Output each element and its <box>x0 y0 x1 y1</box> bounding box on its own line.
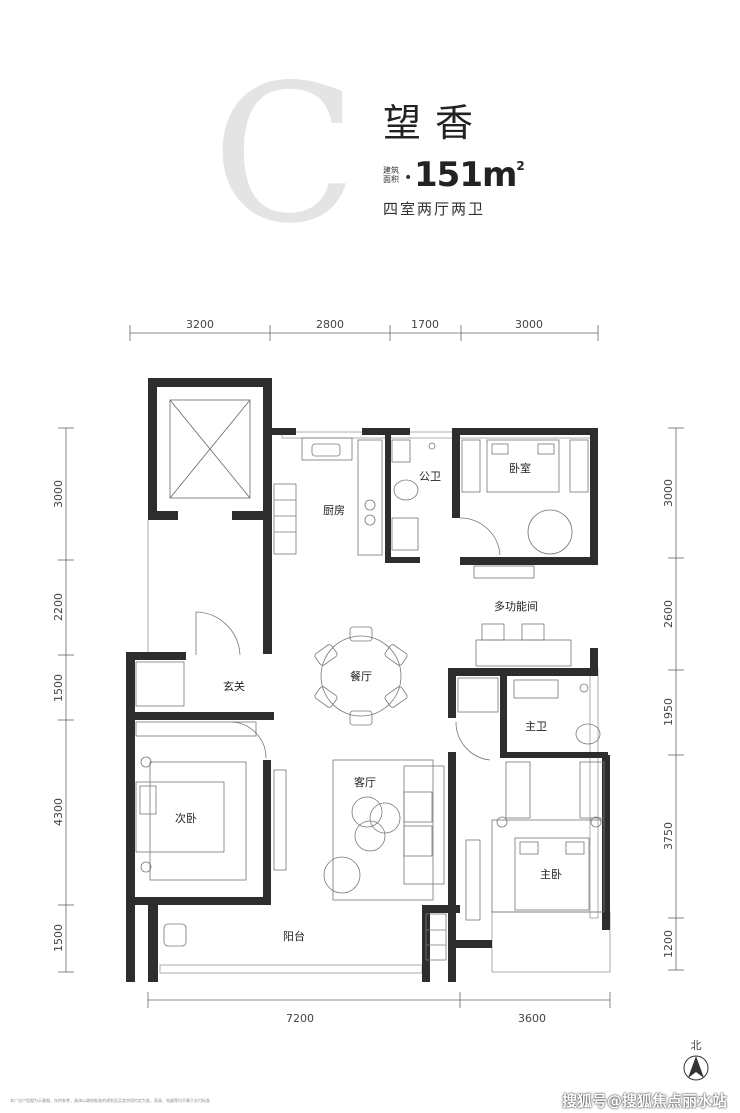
label-balcony: 阳台 <box>283 929 305 943</box>
label-master-bath: 主卫 <box>525 720 547 733</box>
top-dimension <box>129 325 599 341</box>
multi-room-fixtures <box>473 565 572 667</box>
dim-right-4: 3750 <box>662 822 675 850</box>
label-entrance: 玄关 <box>223 679 245 693</box>
second-bedroom-fixtures <box>135 721 287 881</box>
north-arrow-icon <box>683 1055 709 1081</box>
area-label-line1: 建筑 <box>383 166 399 175</box>
dim-top-3: 1700 <box>411 318 439 331</box>
master-bedroom-fixtures <box>465 761 605 921</box>
label-kitchen: 厨房 <box>323 504 345 517</box>
watermark: 搜狐号@搜狐焦点丽水站 <box>562 1092 728 1110</box>
unit-title: 望香 <box>383 101 488 145</box>
elevator-shaft <box>169 399 251 499</box>
right-dimension <box>668 427 684 971</box>
dim-right-2: 2600 <box>662 600 675 628</box>
living-fixtures <box>323 721 491 901</box>
area-value: 151m2 <box>414 155 525 195</box>
dim-bottom-1: 7200 <box>286 1012 314 1025</box>
compass-label: 北 <box>691 1039 702 1052</box>
thin-lines <box>147 431 611 974</box>
entrance-door <box>135 611 241 707</box>
dim-bottom-2: 3600 <box>518 1012 546 1025</box>
area-label-line2: 面积 <box>383 175 399 184</box>
label-multi-room: 多功能间 <box>494 599 538 613</box>
dim-left-3: 1500 <box>52 674 65 702</box>
area-label: 建筑 面积 <box>383 166 403 184</box>
walls <box>126 378 610 982</box>
dim-right-5: 1200 <box>662 930 675 958</box>
bedroom-fixtures <box>459 439 589 556</box>
public-bath-fixtures <box>391 439 436 551</box>
layout-description: 四室两厅两卫 <box>383 200 486 218</box>
dim-right-1: 3000 <box>662 479 675 507</box>
dim-left-1: 3000 <box>52 480 65 508</box>
master-bath-fixtures <box>457 677 601 745</box>
balcony-fixtures <box>163 913 447 961</box>
dining-set <box>314 626 408 726</box>
dim-top-4: 3000 <box>515 318 543 331</box>
big-letter-c: C <box>212 44 358 265</box>
dim-left-4: 4300 <box>52 798 65 826</box>
label-master-bedroom: 主卧 <box>540 868 562 881</box>
label-living: 客厅 <box>354 775 376 789</box>
dim-top-2: 2800 <box>316 318 344 331</box>
disclaimer: 本广告户型图为示意图，仅供参考，具体以政府批准的规划及买卖合同约定为准，家具、电… <box>10 1098 210 1103</box>
kitchen-fixtures <box>273 437 383 556</box>
bottom-dimension <box>147 992 611 1008</box>
dim-left-2: 2200 <box>52 593 65 621</box>
left-dimension <box>58 427 74 973</box>
dim-left-5: 1500 <box>52 924 65 952</box>
label-public-bath: 公卫 <box>419 470 441 483</box>
label-second-bedroom: 次卧 <box>175 811 197 825</box>
area-dot: • <box>404 170 413 186</box>
dim-right-3: 1950 <box>662 698 675 726</box>
label-dining: 餐厅 <box>350 669 372 683</box>
area-number: 151m <box>414 155 517 195</box>
dim-top-1: 3200 <box>186 318 214 331</box>
label-bedroom: 卧室 <box>509 461 531 475</box>
area-unit-sup: 2 <box>516 159 524 173</box>
